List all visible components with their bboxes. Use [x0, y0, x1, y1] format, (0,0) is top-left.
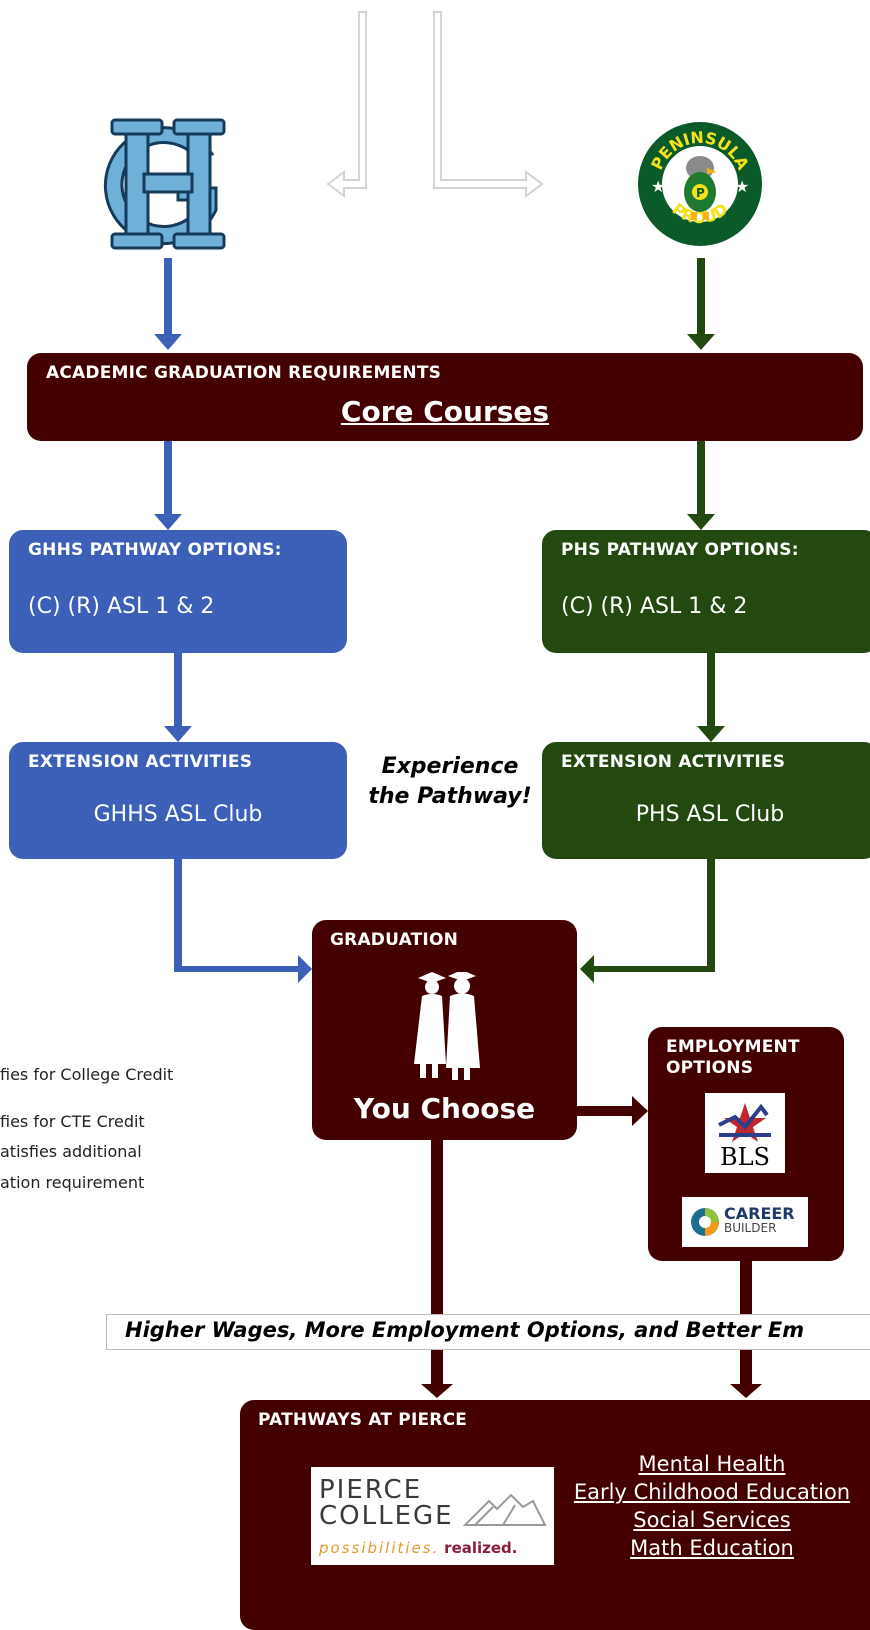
- phs-extension-box: EXTENSION ACTIVITIES PHS ASL Club: [542, 742, 870, 859]
- ghhs-pathway-heading: GHHS PATHWAY OPTIONS:: [28, 540, 282, 560]
- svg-text:★: ★: [735, 177, 749, 196]
- legend-requirement: ation requirement: [0, 1173, 145, 1192]
- employment-heading: EMPLOYMENT OPTIONS: [666, 1037, 800, 1079]
- link-social-services[interactable]: Social Services: [633, 1508, 791, 1532]
- legend-cte-credit: fies for CTE Credit: [0, 1112, 145, 1131]
- careerbuilder-line-1: CAREER: [724, 1204, 795, 1223]
- pierce-tagline-b: realized.: [444, 1539, 518, 1557]
- experience-pathway-label: Experience the Pathway!: [360, 752, 540, 812]
- link-math-education[interactable]: Math Education: [630, 1536, 794, 1560]
- careerbuilder-line-2: BUILDER: [724, 1221, 777, 1235]
- svg-text:★: ★: [651, 177, 665, 196]
- ghhs-logo: [103, 118, 226, 250]
- bls-logo-link[interactable]: BLS: [705, 1093, 785, 1173]
- phs-pathway-item: (C) (R) ASL 1 & 2: [561, 594, 748, 619]
- link-early-childhood-education[interactable]: Early Childhood Education: [573, 1480, 851, 1504]
- pierce-logo-text: PIERCE COLLEGE: [319, 1477, 454, 1529]
- legend-additional: atisfies additional: [0, 1142, 142, 1161]
- employment-heading-line-2: OPTIONS: [666, 1058, 754, 1078]
- pierce-tagline: possibilities. realized.: [319, 1539, 518, 1557]
- phs-extension-heading: EXTENSION ACTIVITIES: [561, 752, 786, 772]
- pierce-pathways-box: PATHWAYS AT PIERCE PIERCE COLLEGE possib…: [240, 1400, 870, 1630]
- careerbuilder-logo-link[interactable]: CAREER BUILDER: [682, 1197, 808, 1247]
- wages-banner-text: Higher Wages, More Employment Options, a…: [125, 1318, 805, 1342]
- pierce-links: Mental Health Early Childhood Education …: [572, 1450, 852, 1562]
- phs-logo: PENINSULA PROUD ★ ★ P: [638, 122, 762, 246]
- phs-extension-item: PHS ASL Club: [635, 802, 785, 827]
- ghhs-extension-box: EXTENSION ACTIVITIES GHHS ASL Club: [9, 742, 347, 859]
- core-heading: ACADEMIC GRADUATION REQUIREMENTS: [46, 363, 442, 383]
- experience-line-1: Experience: [381, 754, 519, 779]
- pierce-logo-line-2: COLLEGE: [319, 1501, 454, 1531]
- graduation-heading: GRADUATION: [330, 930, 459, 950]
- link-mental-health[interactable]: Mental Health: [638, 1452, 786, 1476]
- bls-label: BLS: [719, 1143, 770, 1171]
- core-courses-link[interactable]: Core Courses: [340, 395, 550, 428]
- phs-pathway-heading: PHS PATHWAY OPTIONS:: [561, 540, 799, 560]
- phs-pathway-box: PHS PATHWAY OPTIONS: (C) (R) ASL 1 & 2: [542, 530, 870, 653]
- pierce-logo-line-1: PIERCE: [319, 1475, 423, 1505]
- you-choose-label: You Choose: [353, 1092, 536, 1125]
- decorative-split-arrow: [326, 11, 544, 198]
- svg-text:P: P: [696, 186, 705, 200]
- pierce-heading: PATHWAYS AT PIERCE: [258, 1410, 468, 1430]
- bls-star-icon: [718, 1103, 771, 1142]
- ghhs-extension-item: GHHS ASL Club: [93, 802, 263, 827]
- careerbuilder-label: CAREER BUILDER: [724, 1206, 795, 1236]
- pierce-mountain-icon: [463, 1493, 547, 1526]
- pierce-tagline-a: possibilities.: [319, 1539, 440, 1557]
- pierce-college-logo-link[interactable]: PIERCE COLLEGE possibilities. realized.: [311, 1467, 554, 1565]
- core-courses-box: ACADEMIC GRADUATION REQUIREMENTS Core Co…: [27, 353, 863, 441]
- employment-heading-line-1: EMPLOYMENT: [666, 1037, 800, 1057]
- ghhs-pathway-box: GHHS PATHWAY OPTIONS: (C) (R) ASL 1 & 2: [9, 530, 347, 653]
- ghhs-pathway-item: (C) (R) ASL 1 & 2: [28, 594, 215, 619]
- careerbuilder-icon: [691, 1208, 719, 1236]
- employment-options-box: EMPLOYMENT OPTIONS BLS CAREER BUILDER: [648, 1027, 844, 1261]
- wages-banner: Higher Wages, More Employment Options, a…: [106, 1314, 870, 1350]
- ghhs-extension-heading: EXTENSION ACTIVITIES: [28, 752, 253, 772]
- experience-line-2: the Pathway!: [368, 784, 532, 809]
- legend-college-credit: fies for College Credit: [0, 1065, 174, 1084]
- graduation-box: GRADUATION You Choose: [312, 920, 577, 1140]
- graduates-icon: [414, 972, 480, 1080]
